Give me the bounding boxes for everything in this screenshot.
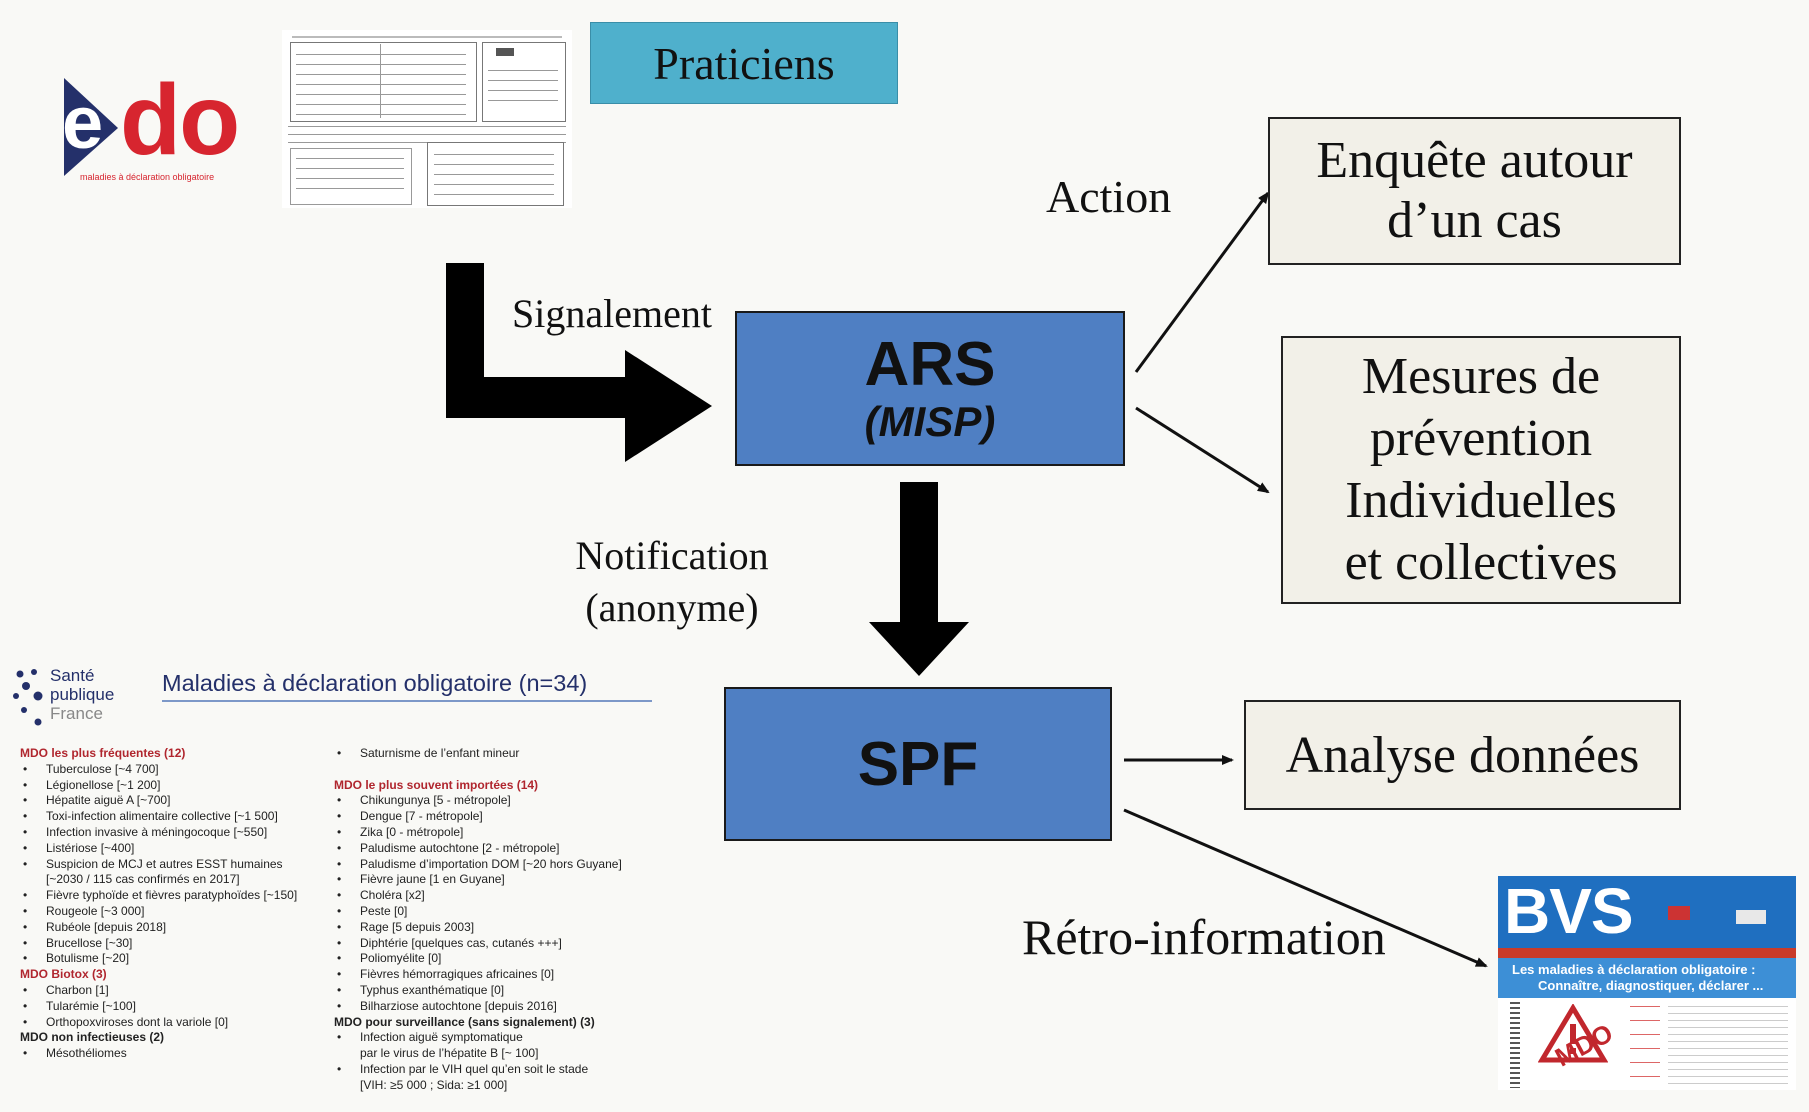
mesures-line3: Individuelles xyxy=(1345,472,1617,529)
mdo-list-item: Suspicion de MCJ et autres ESST humaines xyxy=(20,857,297,873)
mdo-list-item: Paludisme d’importation DOM [~20 hors Gu… xyxy=(334,857,622,873)
praticiens-box: Praticiens xyxy=(590,22,898,104)
enquete-box: Enquête autour d’un cas xyxy=(1268,117,1681,265)
mdo-list-item: Saturnisme de l’enfant mineur xyxy=(334,746,622,762)
mdo-list-item: Zika [0 - métropole] xyxy=(334,825,622,841)
mesures-line2: prévention xyxy=(1369,410,1593,467)
mdo-list-item: Bilharziose autochtone [depuis 2016] xyxy=(334,999,622,1015)
mdo-section-header: MDO le plus souvent importées (14) xyxy=(334,777,539,792)
mdo-list-item: Chikungunya [5 - métropole] xyxy=(334,793,622,809)
mdo-section-header: MDO Biotox (3) xyxy=(20,967,107,982)
enquete-line2: d’un cas xyxy=(1387,192,1562,249)
spf-doc-title: Maladies à déclaration obligatoire (n=34… xyxy=(162,670,588,696)
edo-logo-tagline: maladies à déclaration obligatoire xyxy=(80,172,215,182)
mdo-list-item-continuation: [VIH: ≥5 000 ; Sida: ≥1 000] xyxy=(360,1077,508,1092)
notification-line2: (anonyme) xyxy=(585,585,759,630)
notification-line1: Notification xyxy=(575,533,769,578)
praticiens-label: Praticiens xyxy=(653,37,835,89)
mdo-list-item-continuation: [~2030 / 115 cas confirmés en 2017] xyxy=(46,872,240,887)
mdo-list-item: Peste [0] xyxy=(334,904,622,920)
mdo-list-item: Tuberculose [~4 700] xyxy=(20,762,297,778)
retro-label: Rétro-information xyxy=(1022,909,1386,965)
spf-doc-column-1: MDO les plus fréquentes (12) Tuberculose … xyxy=(20,746,297,1062)
mesures-line4: et collectives xyxy=(1344,534,1618,591)
mdo-list-item: Brucellose [~30] xyxy=(20,936,297,952)
spf-mdo-document: Santé publique France Maladies à déclara… xyxy=(8,660,658,1106)
edo-logo-e: e xyxy=(62,81,104,164)
mdo-list-item: Infection par le VIH quel qu’en soit le … xyxy=(334,1062,622,1078)
bvs-headline-1: Les maladies à déclaration obligatoire : xyxy=(1512,962,1756,977)
bvs-bulletin-thumbnail: BVS Les maladies à déclaration obligatoi… xyxy=(1498,876,1796,1090)
mdo-list-item: Fièvre jaune [1 en Guyane] xyxy=(334,872,622,888)
sante-publique-logo: Santé publique France xyxy=(50,666,114,723)
mdo-list-item: Rougeole [~3 000] xyxy=(20,904,297,920)
mdo-list-item: Mésothéliomes xyxy=(20,1046,297,1062)
sante-publique-logo-line2: publique xyxy=(50,685,115,704)
edo-logo-do: do xyxy=(120,64,240,176)
mdo-list-item: Tularémie [~100] xyxy=(20,999,297,1015)
mdo-list-item: Fièvres hémorragiques africaines [0] xyxy=(334,967,622,983)
mdo-list-item: Choléra [x2] xyxy=(334,888,622,904)
action-label: Action xyxy=(1046,171,1172,222)
analyse-box: Analyse données xyxy=(1244,700,1681,810)
notification-arrow xyxy=(869,482,969,676)
spf-title: SPF xyxy=(857,729,979,799)
mdo-list-item: Fièvre typhoïde et fièvres paratyphoïdes… xyxy=(20,888,297,904)
ars-subtitle: (MISP) xyxy=(864,397,996,445)
mdo-list-item: Poliomyélite [0] xyxy=(334,951,622,967)
bvs-logo: BVS xyxy=(1504,876,1634,947)
mdo-list-item: Hépatite aiguë A [~700] xyxy=(20,793,297,809)
mdo-list-item: Paludisme autochtone [2 - métropole] xyxy=(334,841,622,857)
sante-publique-logo-line1: Santé xyxy=(50,666,95,685)
signalement-label: Signalement xyxy=(512,291,712,336)
analyse-label: Analyse données xyxy=(1285,726,1640,784)
spf-box: SPF xyxy=(724,687,1112,841)
sante-publique-logo-icon xyxy=(13,669,43,726)
notification-label: Notification (anonyme) xyxy=(552,530,792,634)
mdo-list-item: Listériose [~400] xyxy=(20,841,297,857)
edo-logo-mark xyxy=(64,78,118,176)
mesures-line1: Mesures de xyxy=(1361,348,1601,405)
declaration-form-thumbnail xyxy=(282,30,572,208)
bvs-headline-2: Connaître, diagnostiquer, déclarer ... xyxy=(1538,978,1764,993)
mesures-arrow xyxy=(1135,406,1270,494)
list-spacer xyxy=(334,762,622,778)
mdo-list-item: Rage [5 depuis 2003] xyxy=(334,920,622,936)
mdo-list-item: Diphtérie [quelques cas, cutanés +++] xyxy=(334,936,622,952)
enquete-line1: Enquête autour xyxy=(1316,132,1633,189)
mdo-list-item: Rubéole [depuis 2018] xyxy=(20,920,297,936)
mdo-list-item: Charbon [1] xyxy=(20,983,297,999)
mdo-list-item: Typhus exanthématique [0] xyxy=(334,983,622,999)
mdo-section-header: MDO les plus fréquentes (12) xyxy=(20,746,186,760)
mdo-list-item: Infection aiguë symptomatique xyxy=(334,1030,622,1046)
warning-triangle-icon xyxy=(1538,1004,1608,1063)
mdo-list-item: Légionellose [~1 200] xyxy=(20,778,297,794)
ars-title: ARS xyxy=(864,329,996,399)
mdo-list-item: Botulisme [~20] xyxy=(20,951,297,967)
edo-logo: e do maladies à déclaration obligatoire xyxy=(60,64,260,187)
ars-box: ARS (MISP) xyxy=(735,311,1125,466)
mesures-box: Mesures de prévention Individuelles et c… xyxy=(1281,336,1681,604)
mdo-section-header: MDO pour surveillance (sans signalement)… xyxy=(334,1014,595,1029)
sante-publique-logo-line3: France xyxy=(50,704,103,723)
mdo-list-item-continuation: par le virus de l’hépatite B [~ 100] xyxy=(360,1046,539,1061)
mdo-list-item: Dengue [7 - métropole] xyxy=(334,809,622,825)
mdo-section-header: MDO non infectieuses (2) xyxy=(20,1030,165,1045)
mdo-list-item: Infection invasive à méningocoque [~550] xyxy=(20,825,297,841)
mdo-list-item: Orthopoxviroses dont la variole [0] xyxy=(20,1015,297,1031)
mdo-list-item: Toxi-infection alimentaire collective [~… xyxy=(20,809,297,825)
